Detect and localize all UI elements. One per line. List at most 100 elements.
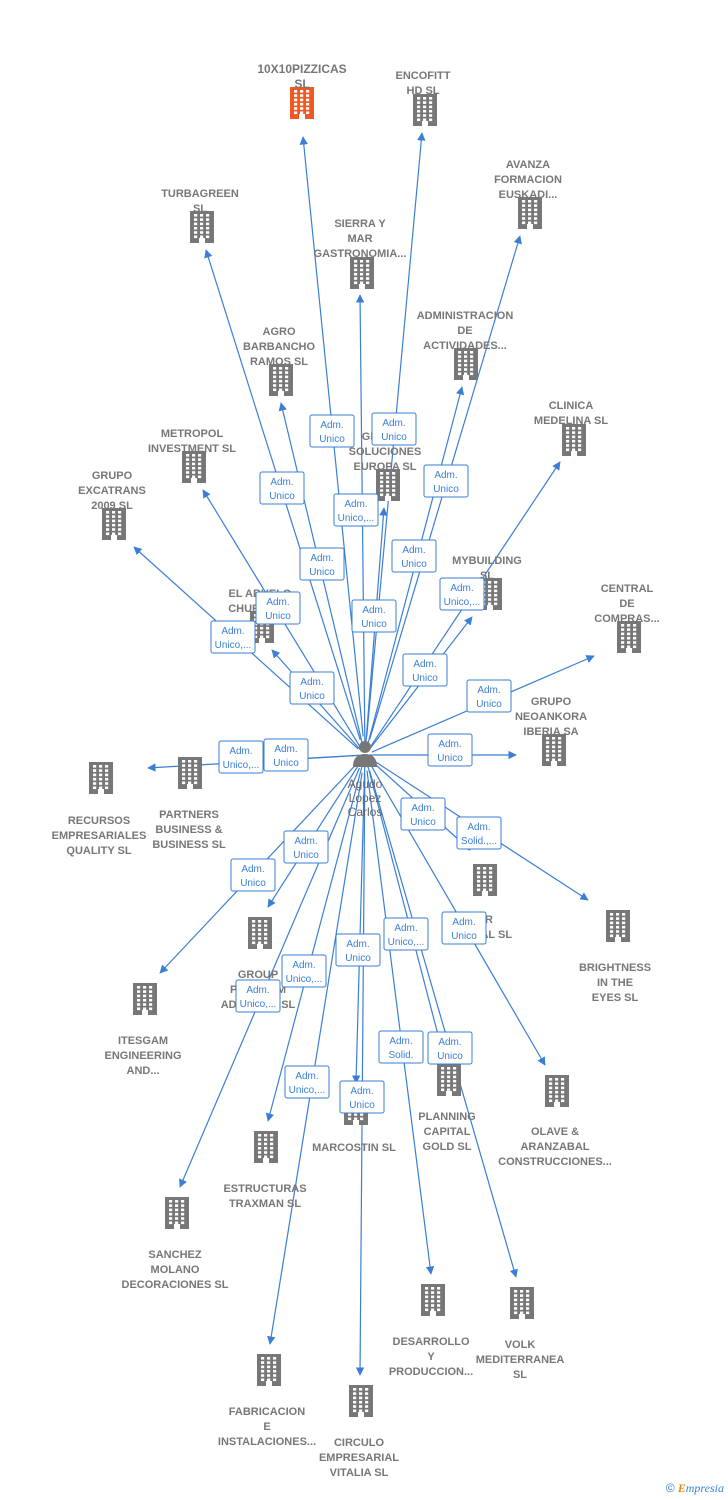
- building-icon[interactable]: [542, 734, 566, 766]
- relation-label[interactable]: Adm.Unico: [263, 738, 309, 772]
- relation-label[interactable]: Adm.Unico: [351, 599, 397, 633]
- relation-label[interactable]: Adm.Unico,...: [281, 954, 327, 988]
- relation-label[interactable]: Adm.Unico: [466, 679, 512, 713]
- building-icon[interactable]: [437, 1064, 461, 1096]
- building-icon[interactable]: [290, 87, 314, 119]
- relation-label[interactable]: Adm.Unico,...: [210, 620, 256, 654]
- building-icon[interactable]: [190, 211, 214, 243]
- building-icon[interactable]: [254, 1131, 278, 1163]
- building-icon[interactable]: [102, 508, 126, 540]
- building-icon[interactable]: [413, 94, 437, 126]
- relation-label[interactable]: Adm.Unico: [255, 591, 301, 625]
- relation-label[interactable]: Adm.Unico,...: [439, 577, 485, 611]
- relation-label[interactable]: Adm.Unico,...: [333, 493, 379, 527]
- relation-label[interactable]: Adm.Unico: [335, 933, 381, 967]
- relation-label[interactable]: Adm.Unico: [309, 414, 355, 448]
- building-icon[interactable]: [182, 451, 206, 483]
- relation-label[interactable]: Adm.Unico,...: [218, 740, 264, 774]
- building-icon[interactable]: [562, 424, 586, 456]
- relation-label[interactable]: Adm.Unico: [230, 858, 276, 892]
- building-icon[interactable]: [617, 621, 641, 653]
- building-icon[interactable]: [454, 348, 478, 380]
- relation-label[interactable]: Adm.Unico: [423, 464, 469, 498]
- building-icon[interactable]: [421, 1284, 445, 1316]
- building-icon[interactable]: [350, 257, 374, 289]
- brand-footer[interactable]: © Empresia: [666, 1481, 724, 1496]
- relation-label[interactable]: Adm.Unico,...: [383, 917, 429, 951]
- building-icon[interactable]: [606, 910, 630, 942]
- relation-label[interactable]: Adm.Unico: [299, 547, 345, 581]
- building-icon[interactable]: [376, 469, 400, 501]
- building-icon[interactable]: [545, 1075, 569, 1107]
- building-icon[interactable]: [248, 917, 272, 949]
- relation-label[interactable]: Adm.Unico: [402, 653, 448, 687]
- building-icon[interactable]: [510, 1287, 534, 1319]
- building-icon[interactable]: [349, 1385, 373, 1417]
- relation-label[interactable]: Adm.Unico: [289, 671, 335, 705]
- building-icon[interactable]: [178, 757, 202, 789]
- relation-label[interactable]: Adm.Unico: [427, 733, 473, 767]
- building-icon[interactable]: [89, 762, 113, 794]
- company-label[interactable]: MARCOSTIN SL: [312, 1142, 396, 1154]
- person-icon[interactable]: [353, 741, 377, 767]
- building-icon[interactable]: [473, 864, 497, 896]
- relation-label[interactable]: Adm.Unico: [371, 412, 417, 446]
- relation-label[interactable]: Adm.Unico: [339, 1080, 385, 1114]
- building-icon[interactable]: [133, 983, 157, 1015]
- building-icon[interactable]: [518, 197, 542, 229]
- relation-label[interactable]: Adm.Unico: [283, 830, 329, 864]
- relation-label[interactable]: Adm.Solid.: [378, 1030, 424, 1064]
- relation-label[interactable]: Adm.Solid.,...: [456, 816, 502, 850]
- relation-label[interactable]: Adm.Unico: [259, 471, 305, 505]
- relation-label[interactable]: Adm.Unico: [391, 539, 437, 573]
- relation-label[interactable]: Adm.Unico: [441, 911, 487, 945]
- building-icon[interactable]: [165, 1197, 189, 1229]
